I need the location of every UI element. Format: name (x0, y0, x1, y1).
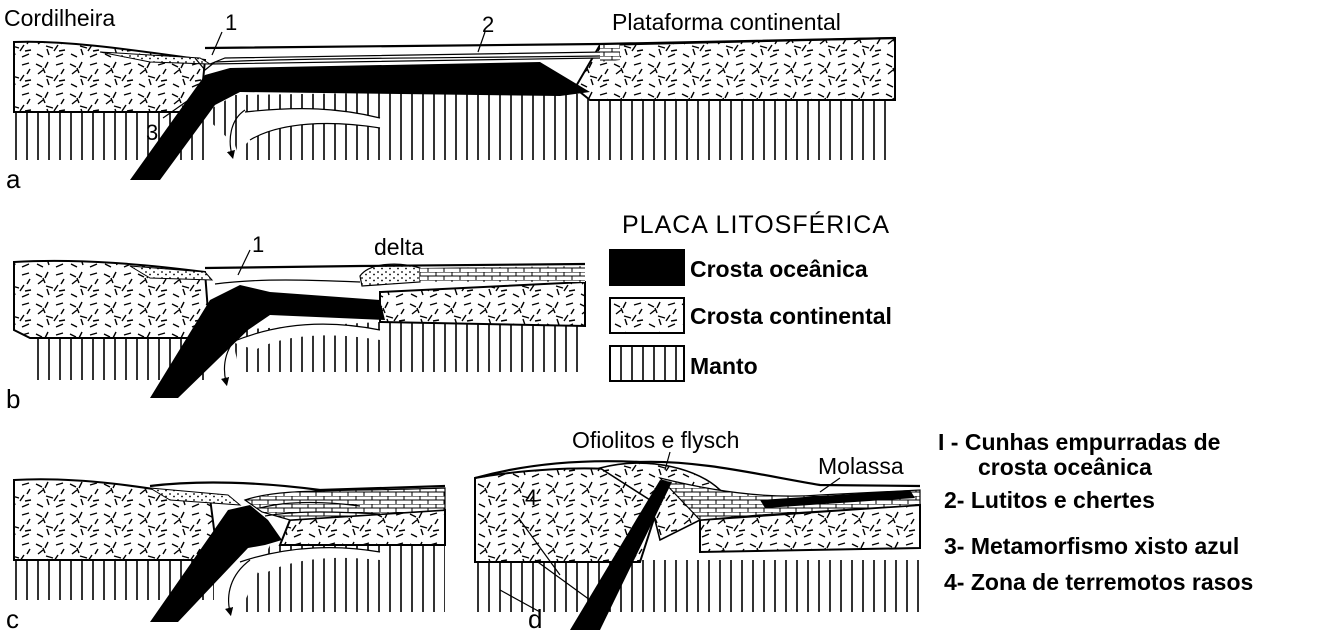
key-item-4: 4- Zona de terremotos rasos (944, 569, 1253, 595)
key-item-2: 2- Lutitos e chertes (944, 487, 1155, 513)
legend-swatch-oceanic (610, 250, 684, 285)
marker-4-d: 4 (525, 485, 537, 510)
panel-b: 1 delta b (6, 232, 585, 414)
legend-label-mantle: Manto (690, 353, 758, 379)
legend-label-oceanic: Crosta oceânica (690, 256, 868, 282)
panel-letter-d: d (528, 604, 542, 634)
panel-d: 4 Ofiolitos e flysch Molassa d (475, 427, 920, 634)
marker-1-b: 1 (252, 232, 264, 257)
marker-2-a: 2 (482, 12, 494, 37)
label-plataforma: Plataforma continental (612, 9, 841, 35)
legend-title: PLACA LITOSFÉRICA (622, 210, 890, 239)
label-ofiolitos: Ofiolitos e flysch (572, 427, 739, 453)
label-molassa: Molassa (818, 453, 904, 479)
key-item-3: 3- Metamorfismo xisto azul (944, 533, 1239, 559)
legend-swatch-continental (610, 298, 684, 333)
panel-c: c (6, 479, 445, 634)
panel-letter-a: a (6, 164, 21, 194)
marker-3-a: 3 (146, 120, 158, 145)
panel-letter-b: b (6, 384, 20, 414)
key-list: I - Cunhas empurradas de crosta oceânica… (938, 429, 1253, 595)
key-item-1-line-1: I - Cunhas empurradas de (938, 429, 1220, 455)
label-cordilheira: Cordilheira (4, 5, 115, 31)
marker-1-a: 1 (225, 10, 237, 35)
continental-crust-a-right (575, 38, 895, 100)
legend-swatch-mantle (610, 346, 684, 381)
continental-crust-b-right (380, 282, 585, 326)
panel-letter-c: c (6, 604, 19, 634)
legend-label-continental: Crosta continental (690, 303, 892, 329)
key-item-1-line-2: crosta oceânica (978, 454, 1152, 480)
label-delta: delta (374, 234, 424, 260)
legend: PLACA LITOSFÉRICA Crosta oceânica Crosta… (610, 210, 892, 381)
panel-a: 1 2 3 Cordilheira Plataforma continental… (4, 5, 895, 194)
